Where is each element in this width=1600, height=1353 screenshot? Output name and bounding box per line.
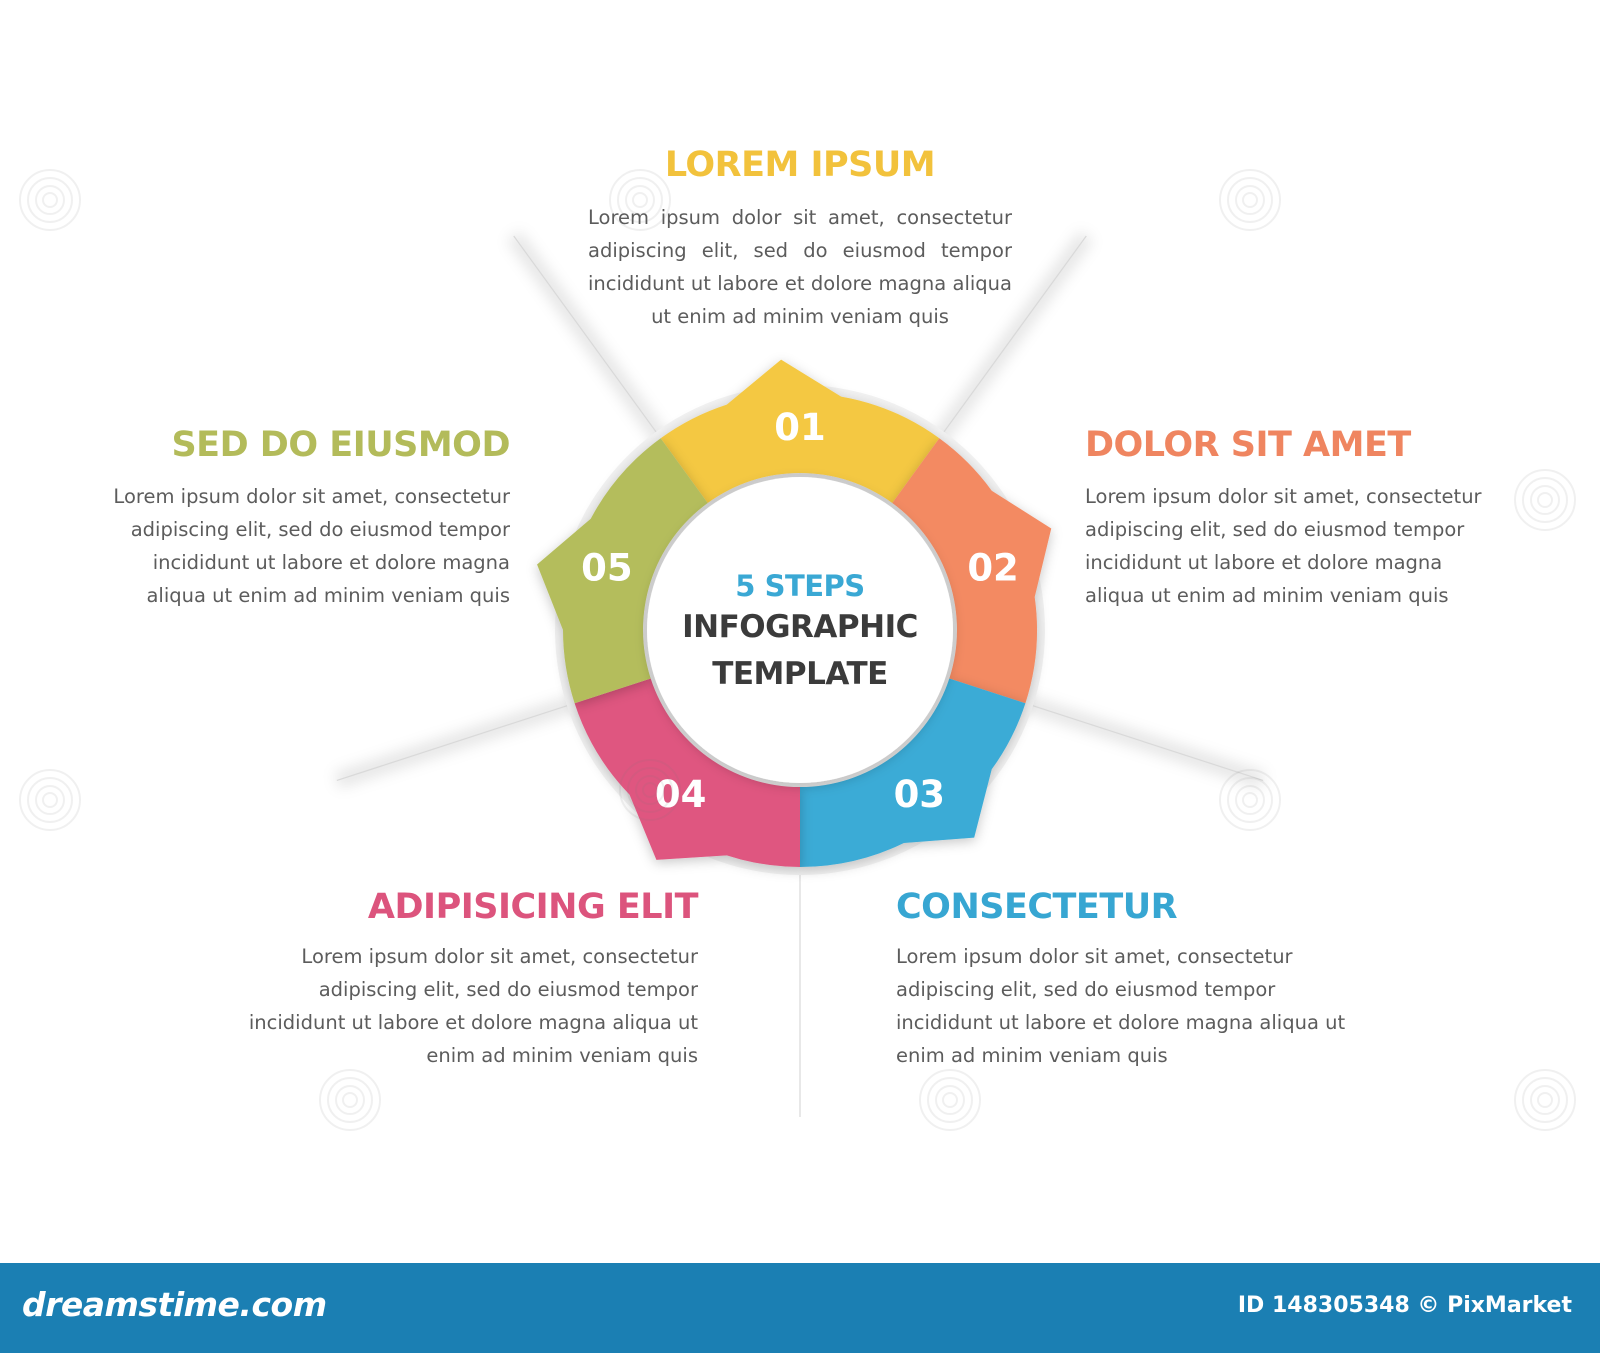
footer-image-id: ID 148305348 © PixMarket (1237, 1293, 1572, 1318)
step-05-number: 05 (581, 546, 633, 589)
step-04-number: 04 (655, 773, 707, 816)
divider-ray (1013, 692, 1266, 789)
step-ring: 01 02 03 04 05 (537, 359, 1052, 875)
watermark-spiral-icon (19, 769, 81, 831)
divider-lines (334, 231, 1266, 1117)
step-05-title: SED DO EIUSMOD (171, 425, 510, 465)
step-02-text: Lorem ipsum dolor sit amet, consectetur … (1085, 485, 1482, 607)
step-03-title: CONSECTETUR (896, 887, 1178, 927)
center-label: 5 STEPS INFOGRAPHIC TEMPLATE (640, 568, 960, 698)
step-02-number: 02 (967, 546, 1019, 589)
step-04-title: ADIPISICING ELIT (367, 887, 699, 927)
segment-step-02: 02 (892, 438, 1052, 704)
watermark-spiral-icon (319, 1069, 381, 1131)
segment-step-04: 04 (574, 678, 800, 867)
segment-step-03: 03 (800, 678, 1026, 867)
segment-step-01: 01 (660, 359, 940, 503)
watermark-spiral-icon (619, 759, 681, 821)
watermark-spiral-icon (919, 1069, 981, 1131)
watermark-spiral-icon (609, 169, 671, 231)
center-title-line1: INFOGRAPHIC (682, 609, 918, 645)
center-title-line2: TEMPLATE (712, 656, 888, 692)
step-05-text: Lorem ipsum dolor sit amet, consectetur … (113, 485, 510, 607)
footer-brand-logo[interactable]: dreamstime.com (22, 1285, 327, 1324)
watermark (19, 169, 1576, 1131)
divider-ray (334, 692, 587, 789)
step-03-number: 03 (894, 773, 946, 816)
step-04-text: Lorem ipsum dolor sit amet, consectetur … (248, 945, 698, 1067)
watermark-spiral-icon (1514, 1069, 1576, 1131)
cycle-diagram: 01 02 03 04 05 (19, 169, 1576, 1131)
step-03-text: Lorem ipsum dolor sit amet, consectetur … (896, 945, 1346, 1067)
step-01-number: 01 (774, 406, 826, 449)
center-subtitle: 5 STEPS (735, 569, 865, 603)
footer-bar: dreamstime.com ID 148305348 © PixMarket (0, 1263, 1600, 1353)
watermark-spiral-icon (19, 169, 81, 231)
step-01-text: Lorem ipsum dolor sit amet, consectetur … (588, 206, 1012, 328)
watermark-spiral-icon (1219, 769, 1281, 831)
segment-step-05: 05 (537, 438, 708, 704)
step-02-title: DOLOR SIT AMET (1085, 425, 1411, 465)
step-01-title: LOREM IPSUM (664, 145, 936, 185)
divider-ray (507, 231, 674, 452)
divider-ray (926, 231, 1093, 452)
center-circle (647, 477, 953, 783)
watermark-spiral-icon (1219, 169, 1281, 231)
watermark-spiral-icon (1514, 469, 1576, 531)
